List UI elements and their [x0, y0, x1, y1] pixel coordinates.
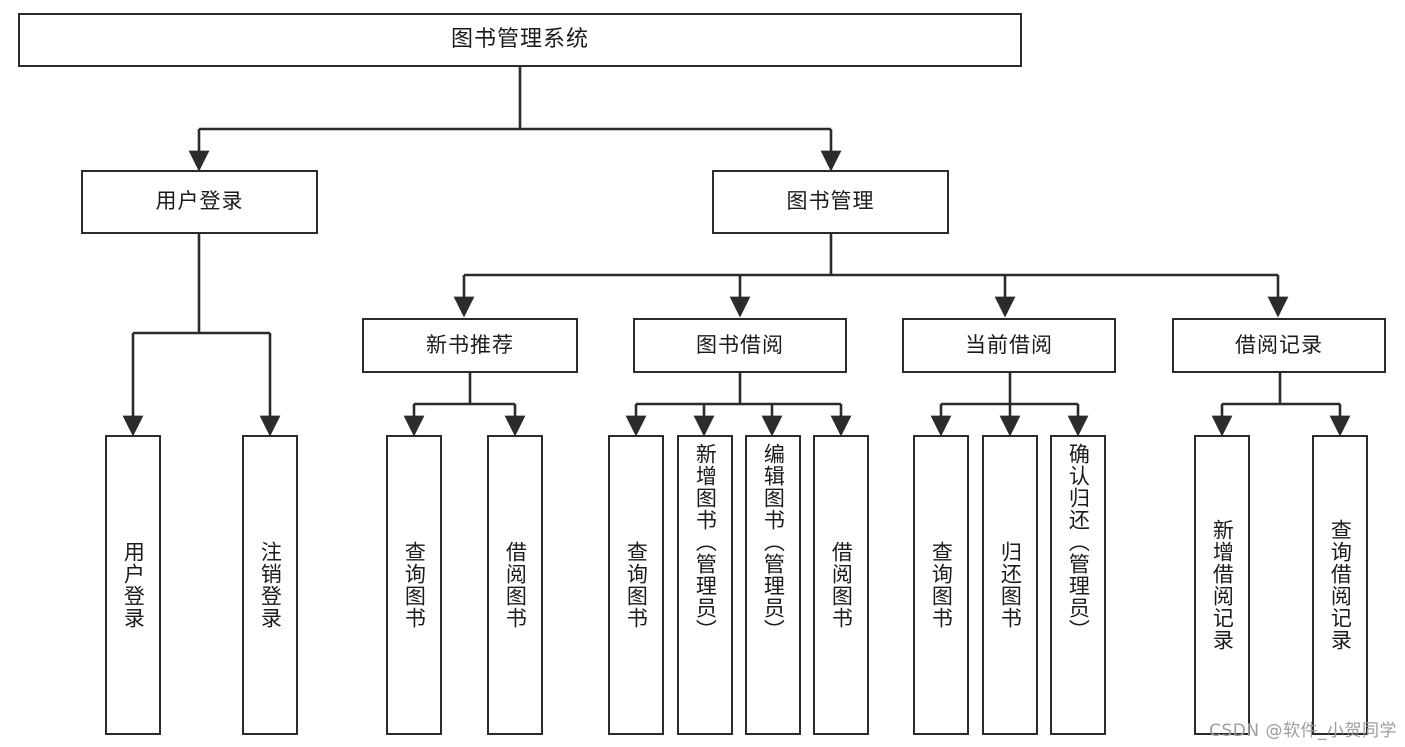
node-label: 图书管理 [786, 189, 875, 214]
node-book-management[interactable]: 图书管理 [712, 170, 949, 234]
node-user-login[interactable]: 用户登录 [81, 170, 318, 234]
node-label: 查询图书 [929, 541, 954, 629]
leaf-current-borrow-confirm-return-admin[interactable]: 确认归还（管理员） [1050, 435, 1106, 735]
node-label: 注销登录 [258, 541, 283, 629]
leaf-borrow-record-add-record[interactable]: 新增借阅记录 [1194, 435, 1250, 735]
node-book-borrow[interactable]: 图书借阅 [633, 318, 847, 373]
leaf-new-book-query-book[interactable]: 查询图书 [386, 435, 442, 735]
leaf-book-borrow-edit-book-admin[interactable]: 编辑图书（管理员） [745, 435, 801, 735]
node-label: 编辑图书（管理员） [761, 443, 786, 641]
node-current-borrow[interactable]: 当前借阅 [902, 318, 1116, 373]
leaf-user-login-logout[interactable]: 注销登录 [242, 435, 298, 735]
node-label: 新书推荐 [426, 332, 514, 357]
node-label: 当前借阅 [965, 332, 1053, 357]
node-label: 用户登录 [121, 541, 146, 629]
node-label: 图书借阅 [696, 332, 784, 357]
leaf-book-borrow-borrow-book[interactable]: 借阅图书 [813, 435, 869, 735]
csdn-watermark: CSDN @软件_小贺同学 [1209, 721, 1397, 741]
node-label: 归还图书 [998, 541, 1023, 629]
leaf-new-book-borrow-book[interactable]: 借阅图书 [487, 435, 543, 735]
node-borrow-record[interactable]: 借阅记录 [1172, 318, 1386, 373]
leaf-user-login-login[interactable]: 用户登录 [105, 435, 161, 735]
node-label: 借阅图书 [503, 541, 528, 629]
node-root-book-management-system[interactable]: 图书管理系统 [18, 13, 1022, 67]
leaf-borrow-record-query-record[interactable]: 查询借阅记录 [1312, 435, 1368, 735]
leaf-book-borrow-query-book[interactable]: 查询图书 [608, 435, 664, 735]
node-label: 新增图书（管理员） [693, 443, 718, 641]
leaf-current-borrow-return-book[interactable]: 归还图书 [982, 435, 1038, 735]
node-label: 查询图书 [624, 541, 649, 629]
node-label: 借阅图书 [829, 541, 854, 629]
node-label: 新增借阅记录 [1210, 519, 1235, 651]
node-label: 借阅记录 [1235, 332, 1323, 357]
leaf-current-borrow-query-book[interactable]: 查询图书 [913, 435, 969, 735]
node-label: 图书管理系统 [450, 26, 589, 52]
node-label: 查询图书 [402, 541, 427, 629]
node-label: 用户登录 [155, 189, 244, 214]
node-label: 查询借阅记录 [1328, 519, 1353, 651]
leaf-book-borrow-add-book-admin[interactable]: 新增图书（管理员） [677, 435, 733, 735]
node-new-book-recommend[interactable]: 新书推荐 [362, 318, 578, 373]
node-label: 确认归还（管理员） [1066, 443, 1091, 641]
